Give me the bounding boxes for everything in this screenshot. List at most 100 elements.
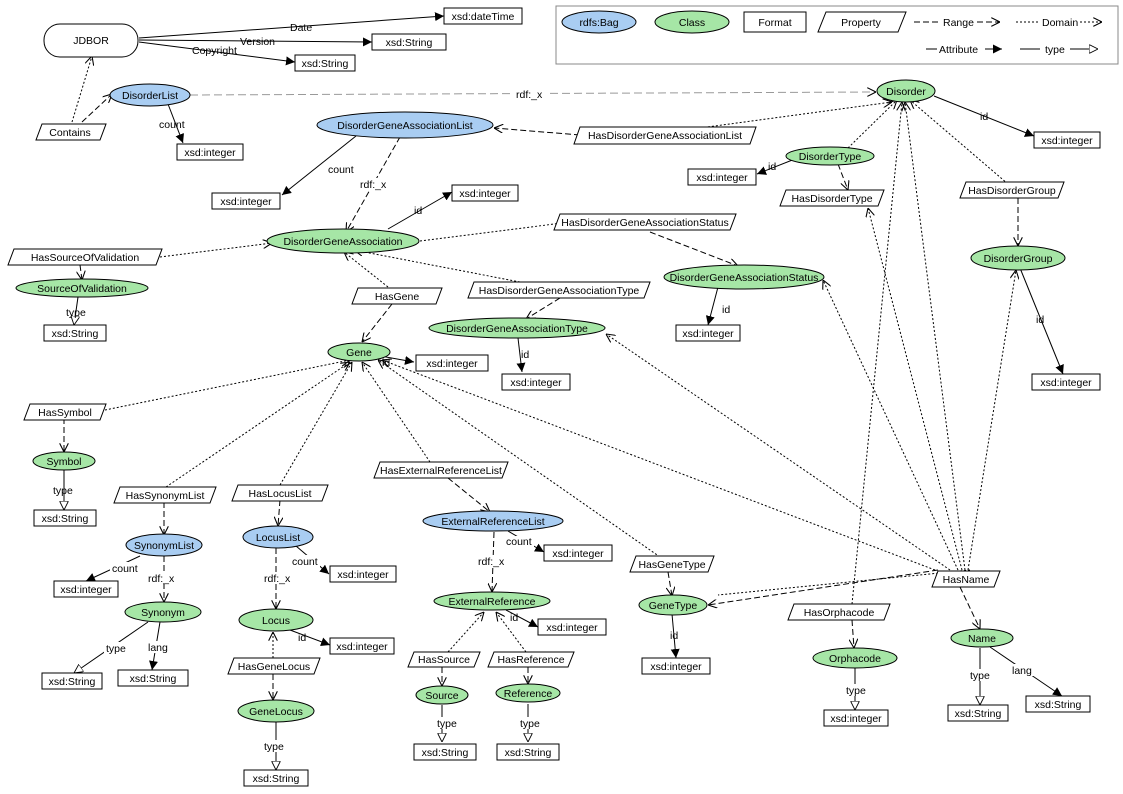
format-locuslist-count-label: xsd:integer bbox=[337, 569, 389, 581]
class-source bbox=[415, 685, 469, 705]
format-synonym-type bbox=[41, 672, 103, 690]
legend-box bbox=[555, 5, 1119, 65]
edge-hasname-domain-disordergroup bbox=[967, 270, 1016, 571]
edge-dgalist-count bbox=[281, 135, 357, 196]
edge-label-extref-id: id bbox=[510, 612, 518, 624]
edge-dga-id bbox=[387, 191, 453, 230]
format-orphacode-type-label: xsd:integer bbox=[830, 713, 882, 725]
edge-hasname-domain-gene bbox=[382, 360, 936, 571]
edge-haslocuslist-range bbox=[278, 499, 280, 526]
edge-locus-id bbox=[289, 629, 331, 647]
format-synonymlist-count bbox=[53, 580, 119, 598]
class-extref-label: ExternalReference bbox=[449, 596, 536, 608]
format-dga-id-label: xsd:integer bbox=[459, 188, 511, 200]
class-symbol bbox=[32, 451, 96, 471]
property-has-disordertype-label: HasDisorderType bbox=[791, 193, 872, 205]
edge-disordergroup-id bbox=[1019, 267, 1064, 375]
property-has-dga-list-label: HasDisorderGeneAssociationList bbox=[588, 130, 742, 142]
format-extref-list-count bbox=[543, 544, 613, 562]
edge-label-disordergroup-id: id bbox=[1036, 314, 1044, 326]
legend-class-swatch bbox=[654, 10, 730, 34]
format-name-type-label: xsd:String bbox=[955, 708, 1002, 720]
edge-version bbox=[138, 37, 373, 47]
legend-bag-swatch bbox=[561, 10, 637, 34]
property-has-orphacode-label: HasOrphacode bbox=[804, 607, 875, 619]
format-locus-id-label: xsd:integer bbox=[336, 641, 388, 653]
property-has-dga-status bbox=[553, 213, 737, 231]
format-extref-id-label: xsd:integer bbox=[546, 622, 598, 634]
legend-class-label: Class bbox=[679, 17, 705, 29]
edge-hasname-domain-dgatype bbox=[606, 334, 951, 571]
edge-source-validation-domain bbox=[159, 243, 272, 258]
format-synonym-lang bbox=[117, 669, 189, 687]
format-extref-id bbox=[537, 618, 607, 636]
edge-disorderlist-count bbox=[167, 103, 184, 144]
class-locus bbox=[238, 608, 314, 632]
edge-label-name-type: type bbox=[970, 670, 990, 682]
property-has-synonym-list-label: HasSynonymList bbox=[126, 490, 205, 502]
class-dga-type-label: DisorderGeneAssociationType bbox=[446, 323, 588, 335]
class-locus-label: Locus bbox=[262, 615, 290, 627]
property-has-extref-list bbox=[373, 461, 509, 479]
format-disorder-id-label: xsd:integer bbox=[1041, 135, 1093, 147]
edge-label-disorderlist-count: count bbox=[159, 119, 185, 131]
edge-hasgenetype-domain bbox=[378, 360, 661, 558]
format-synonym-lang-label: xsd:String bbox=[130, 673, 177, 685]
edge-hasgenetype-range bbox=[668, 571, 672, 596]
property-has-source-label: HasSource bbox=[418, 654, 470, 666]
edge-hasname-domain-disorder bbox=[905, 102, 966, 571]
property-has-name bbox=[931, 570, 1001, 588]
format-date-label: xsd:dateTime bbox=[452, 11, 515, 23]
class-disordertype-label: DisorderType bbox=[799, 151, 862, 163]
format-gene-id bbox=[415, 354, 489, 372]
edge-label-date: Date bbox=[290, 22, 312, 34]
class-source-validation-label: SourceOfValidation bbox=[37, 283, 127, 295]
edge-disordertype-domain bbox=[847, 100, 897, 149]
format-dga-type-id bbox=[501, 373, 571, 391]
edge-genetype-id bbox=[670, 613, 680, 659]
format-version-label: xsd:String bbox=[386, 37, 433, 49]
property-has-gene-label: HasGene bbox=[375, 291, 420, 303]
property-has-source-validation bbox=[7, 248, 163, 266]
format-dga-id bbox=[451, 184, 519, 202]
bag-locuslist bbox=[242, 525, 314, 549]
property-has-reference bbox=[487, 651, 575, 668]
class-disordergroup-label: DisorderGroup bbox=[984, 253, 1053, 265]
property-has-dga-list bbox=[573, 126, 757, 145]
bag-synonymlist bbox=[125, 533, 203, 557]
format-copyright-label: xsd:String bbox=[302, 58, 349, 70]
edge-label-source-validation-type: type bbox=[66, 307, 86, 319]
format-symbol-type-label: xsd:String bbox=[42, 513, 89, 525]
edge-hasorphacode-domain bbox=[851, 102, 902, 605]
legend-bag-label: rdfs:Bag bbox=[579, 17, 618, 29]
edge-copyright bbox=[138, 41, 296, 66]
property-has-extref-list-label: HasExternalReferenceList bbox=[380, 465, 502, 477]
edge-label-synonymlist-count: count bbox=[112, 563, 138, 575]
edge-date bbox=[138, 12, 445, 39]
format-disorderlist-count bbox=[176, 143, 244, 161]
format-gene-id-label: xsd:integer bbox=[426, 358, 478, 370]
edge-label-gene-id: id bbox=[382, 357, 390, 369]
edge-label-genelocus-type: type bbox=[264, 741, 284, 753]
format-genelocus-type-label: xsd:String bbox=[253, 773, 300, 785]
format-orphacode-type bbox=[823, 709, 889, 727]
property-has-disordertype bbox=[779, 189, 885, 207]
edge-dga-status-range bbox=[649, 231, 738, 266]
edge-label-extreflist-rdfx: rdf:_x bbox=[478, 556, 505, 568]
property-has-orphacode bbox=[787, 603, 891, 621]
format-reference-type-label: xsd:String bbox=[505, 747, 552, 759]
edge-label-name-lang: lang bbox=[1012, 665, 1032, 677]
class-name bbox=[950, 628, 1014, 648]
class-genelocus bbox=[237, 699, 315, 723]
edge-hassource-domain bbox=[447, 612, 484, 653]
edge-contains-domain bbox=[71, 56, 92, 123]
legend-format-label: Format bbox=[758, 17, 791, 29]
class-dga-status-label: DisorderGeneAssociationStatus bbox=[670, 272, 819, 284]
class-source-label: Source bbox=[425, 690, 458, 702]
edge-label-version: Version bbox=[240, 36, 275, 48]
format-symbol-type bbox=[33, 509, 97, 527]
format-name-lang-label: xsd:String bbox=[1035, 699, 1082, 711]
edge-hasorphacode-range bbox=[852, 619, 854, 648]
format-disordertype-id-label: xsd:integer bbox=[696, 172, 748, 184]
bag-extref-list bbox=[422, 510, 564, 532]
